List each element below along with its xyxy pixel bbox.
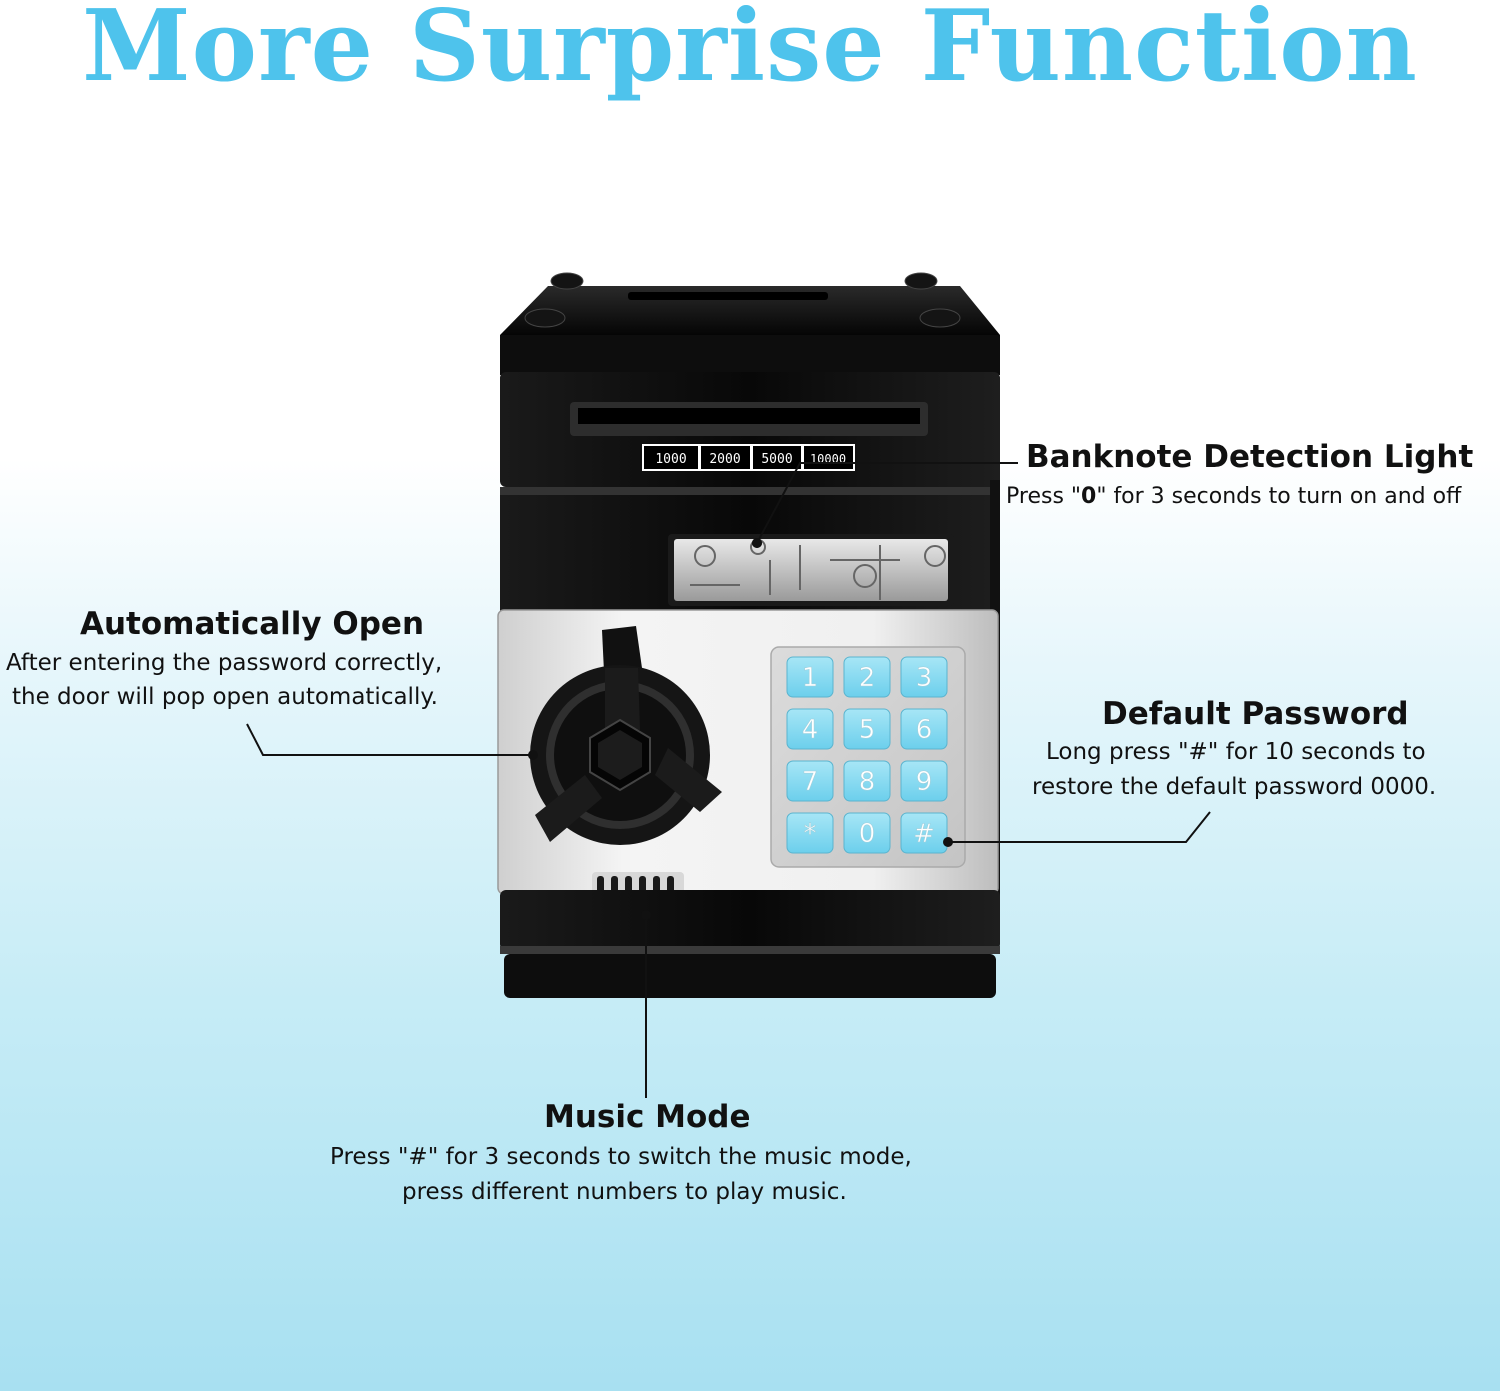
banknote-light-title: Banknote Detection Light (1026, 439, 1474, 475)
safe-lid (500, 272, 1000, 375)
denomination-5000: 5000 (761, 452, 792, 467)
keypad-key-4[interactable] (786, 708, 834, 750)
keypad: 1 2 3 4 5 6 7 8 9 * 0 # (770, 646, 966, 868)
auto-open-desc-line2: the door will pop open automatically. (12, 684, 438, 710)
safe-base (500, 890, 1000, 998)
keypad-key-5[interactable] (843, 708, 891, 750)
default-password-desc-line2: restore the default password 0000. (1032, 774, 1437, 800)
keypad-key-label: 8 (859, 767, 876, 797)
dial-knob-icon (530, 626, 722, 845)
safe-upper-body (500, 372, 1000, 613)
keypad-key-6[interactable] (900, 708, 948, 750)
keypad-key-label: 4 (802, 715, 819, 745)
keypad-key-label: * (804, 819, 817, 849)
keypad-key-label: # (913, 819, 935, 849)
music-mode-desc-line2: press different numbers to play music. (402, 1179, 847, 1205)
default-password-title: Default Password (1102, 696, 1409, 732)
keypad-key-star[interactable] (786, 812, 834, 854)
auto-open-title: Automatically Open (80, 606, 425, 642)
keypad-key-0[interactable] (843, 812, 891, 854)
keypad-key-label: 1 (802, 663, 819, 693)
denomination-1000: 1000 (655, 452, 686, 467)
keypad-key-label: 7 (802, 767, 819, 797)
banknote-desc-pre: Press " (1006, 484, 1082, 509)
banknote-desc-key: 0 (1081, 484, 1097, 509)
keypad-key-7[interactable] (786, 760, 834, 802)
keypad-key-label: 6 (916, 715, 933, 745)
keypad-key-3[interactable] (900, 656, 948, 698)
denomination-2000: 2000 (709, 452, 740, 467)
banknote-desc-post: " for 3 seconds to turn on and off (1096, 484, 1462, 509)
keypad-key-1[interactable] (786, 656, 834, 698)
default-password-desc-line1: Long press "#" for 10 seconds to (1046, 739, 1426, 765)
page-title: More Surprise Function (82, 0, 1418, 104)
keypad-key-label: 3 (916, 663, 933, 693)
keypad-key-9[interactable] (900, 760, 948, 802)
keypad-key-label: 2 (859, 663, 876, 693)
keypad-key-hash[interactable] (900, 812, 948, 854)
music-mode-title: Music Mode (544, 1099, 751, 1135)
keypad-key-label: 9 (916, 767, 933, 797)
music-mode-desc-line1: Press "#" for 3 seconds to switch the mu… (330, 1144, 912, 1170)
keypad-key-8[interactable] (843, 760, 891, 802)
auto-open-desc-line1: After entering the password correctly, (6, 650, 443, 676)
denomination-labels: 1000 2000 5000 10000 (642, 444, 855, 471)
denomination-10000: 10000 (810, 452, 846, 466)
keypad-key-label: 0 (859, 819, 876, 849)
keypad-key-label: 5 (859, 715, 876, 745)
keypad-key-2[interactable] (843, 656, 891, 698)
banknote-light-desc: Press "0" for 3 seconds to turn on and o… (1006, 480, 1461, 514)
